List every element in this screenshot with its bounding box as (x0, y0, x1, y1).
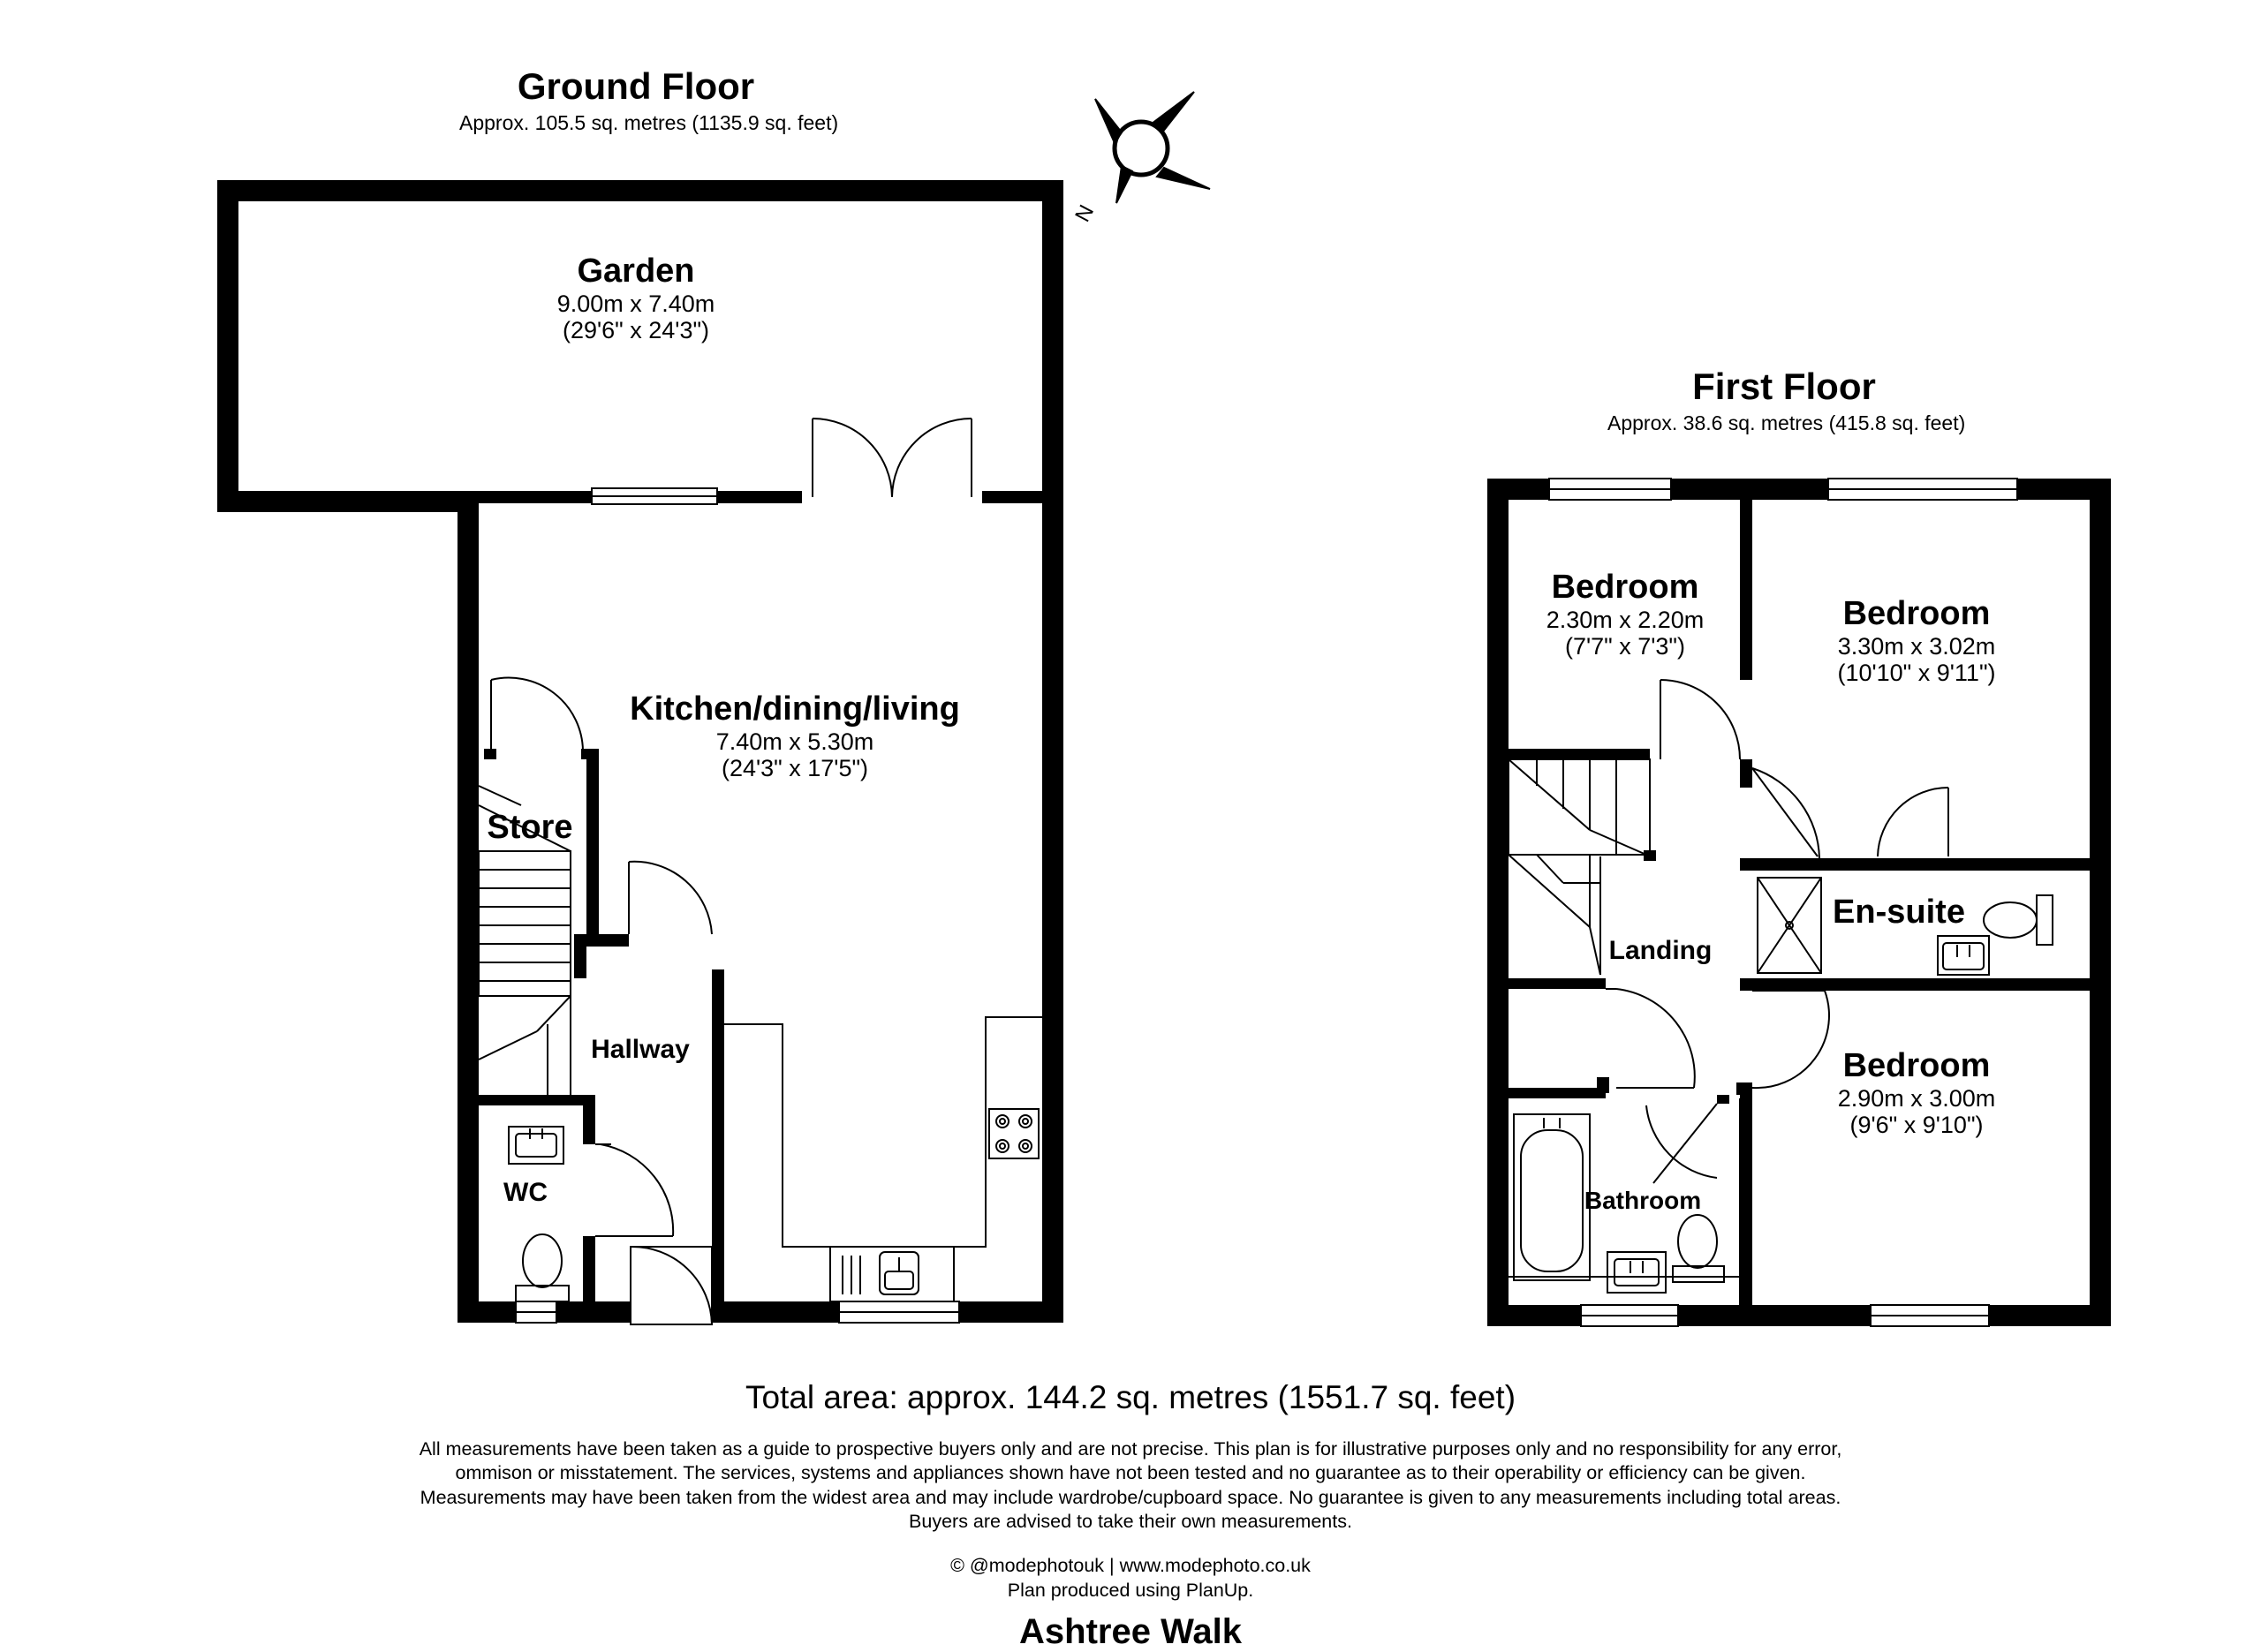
wc-basin (508, 1126, 564, 1165)
house-walls-ground (457, 491, 1063, 1323)
room-label-bedroom-third: Bedroom 2.90m x 3.00m (9'6" x 9'10") (1837, 1047, 1996, 1138)
ground-stairs (478, 785, 571, 1095)
kitchen-hob (988, 1108, 1040, 1159)
first-floor-walls (1487, 479, 2111, 1326)
french-doors (812, 418, 972, 498)
first-floor-windows (1548, 478, 2018, 1327)
garden-walls (217, 180, 1063, 512)
room-label-landing: Landing (1608, 936, 1713, 965)
room-label-bedroom-small: Bedroom 2.30m x 2.20m (7'7" x 7'3") (1546, 569, 1705, 660)
ensuite-shower (1757, 877, 1822, 974)
total-area: Total area: approx. 144.2 sq. metres (15… (745, 1379, 1516, 1415)
garden-window (591, 487, 718, 505)
ensuite-basin (1937, 935, 1990, 976)
hallway-door (628, 860, 713, 935)
room-label-kitchen: Kitchen/dining/living 7.40m x 5.30m (24'… (630, 690, 960, 781)
credit-line-1: © @modephotouk | www.modephoto.co.uk (950, 1555, 1311, 1576)
first-floor-title: First Floor (1692, 366, 1876, 407)
bedroom-third-door (1751, 990, 1830, 1090)
room-label-ensuite: En-suite (1833, 894, 1965, 931)
store-door (484, 676, 594, 759)
bathroom-bath (1513, 1113, 1591, 1281)
room-label-garden: Garden 9.00m x 7.40m (29'6" x 24'3") (556, 253, 715, 343)
landing-door-lower (1645, 1103, 1718, 1184)
bathroom-toilet (1672, 1214, 1725, 1283)
ground-floor-area: Approx. 105.5 sq. metres (1135.9 sq. fee… (459, 111, 839, 134)
room-label-wc: WC (503, 1178, 548, 1207)
room-label-hallway: Hallway (591, 1035, 690, 1064)
bedroom-main-door (1751, 767, 1949, 859)
first-floor-heading: First Floor Approx. 38.6 sq. metres (415… (1607, 366, 1966, 435)
credit-line-2: Plan produced using PlanUp. (1007, 1579, 1254, 1601)
ground-floor-heading: Ground Floor Approx. 105.5 sq. metres (1… (459, 65, 839, 135)
ground-floor-title: Ground Floor (517, 65, 755, 107)
kitchen-window (838, 1301, 960, 1324)
wc-door (595, 1143, 675, 1237)
first-floor-stairs (1508, 758, 1656, 976)
front-door (630, 1245, 713, 1325)
bedroom-small-door (1660, 679, 1741, 760)
first-floor-area: Approx. 38.6 sq. metres (415.8 sq. feet) (1607, 411, 1966, 434)
room-label-bedroom-main: Bedroom 3.30m x 3.02m (10'10" x 9'11") (1837, 595, 1996, 686)
credit: © @modephotouk | www.modephoto.co.uk Pla… (0, 1554, 2261, 1603)
room-label-bathroom: Bathroom (1584, 1187, 1702, 1214)
bathroom-door (1606, 988, 1696, 1089)
compass-rose (1094, 91, 1211, 204)
ensuite-toilet (1983, 894, 2053, 946)
wc-toilet (515, 1233, 570, 1302)
room-label-store: Store (487, 809, 573, 846)
kitchen-counters (724, 1016, 1042, 1302)
disclaimer: All measurements have been taken as a gu… (419, 1438, 1842, 1532)
bathroom-basin (1607, 1251, 1667, 1294)
property-address: Ashtree Walk (1019, 1612, 1242, 1651)
wc-window (515, 1301, 557, 1324)
